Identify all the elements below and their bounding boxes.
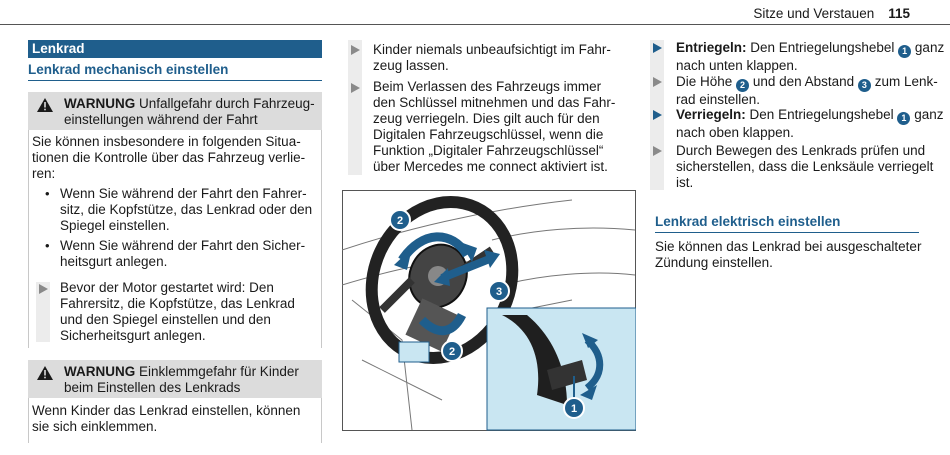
step-item: Durch Bewegen des Lenkrads prüfen und si… <box>676 143 934 190</box>
warning-keyword: WARNUNG <box>64 96 136 111</box>
svg-text:3: 3 <box>496 286 502 298</box>
bullet-dot: • <box>45 238 50 253</box>
subsection-title: Lenkrad mechanisch einstellen <box>28 62 322 81</box>
paragraph: Sie können das Lenkrad bei ausgeschaltet… <box>655 239 922 270</box>
action-arrow-icon <box>351 45 360 55</box>
action-item: Beim Verlassen des Fahrzeugs immer den S… <box>373 79 616 174</box>
step-item: Verriegeln: Den Entriegelungshebel 1 gan… <box>676 107 944 140</box>
callout-2-icon: 2 <box>736 79 750 92</box>
bullet-item: Wenn Sie während der Fahrt den Sicher- h… <box>60 238 306 269</box>
callout-2-top: 2 <box>389 209 411 231</box>
warning-text: einstellungen während der Fahrt <box>64 112 258 127</box>
warning-box-2: WARNUNG Einklemmgefahr für Kinder beim E… <box>28 360 322 398</box>
step-arrow-icon <box>653 43 662 53</box>
page-number: 115 <box>888 6 910 21</box>
subsection-title: Lenkrad elektrisch einstellen <box>655 214 919 233</box>
step-arrow-icon <box>653 146 662 156</box>
svg-text:2: 2 <box>449 346 455 358</box>
bullet-item: Wenn Sie während der Fahrt den Fahrer- s… <box>60 186 313 233</box>
callout-2-bottom: 2 <box>441 340 463 362</box>
warning-keyword: WARNUNG <box>64 364 136 379</box>
warning-text: beim Einstellen des Lenkrads <box>64 380 241 395</box>
warning2-paragraph: Wenn Kinder das Lenkrad einstellen, könn… <box>32 403 301 434</box>
svg-text:1: 1 <box>571 403 577 415</box>
step-arrow-icon <box>653 77 662 87</box>
warning-box-1: WARNUNG Unfallgefahr durch Fahrzeug- ein… <box>28 92 322 130</box>
action-item: Kinder niemals unbeaufsichtigt im Fahr- … <box>373 42 611 73</box>
step-item: Entriegeln: Den Entriegelungshebel 1 gan… <box>676 40 945 73</box>
callout-1-icon: 1 <box>897 112 911 125</box>
action-item: Bevor der Motor gestartet wird: Den Fahr… <box>60 280 295 343</box>
header-rule <box>0 24 950 25</box>
section-title-bar: Lenkrad <box>28 40 322 58</box>
callout-3-icon: 3 <box>857 79 871 92</box>
action-side-bar <box>348 40 362 175</box>
step-arrow-icon <box>653 110 662 120</box>
step-item: Die Höhe 2 und den Abstand 3 zum Lenk- r… <box>676 74 938 107</box>
callout-1: 1 <box>563 397 585 419</box>
warning-triangle-icon <box>37 366 53 380</box>
bullet-dot: • <box>45 186 50 201</box>
steering-wheel-figure: 2 3 2 1 <box>342 190 636 431</box>
callout-1-icon: 1 <box>898 45 912 58</box>
action-arrow-icon <box>39 284 48 294</box>
warning-triangle-icon <box>37 98 53 112</box>
svg-text:2: 2 <box>397 215 403 227</box>
callout-3: 3 <box>488 280 510 302</box>
intro-paragraph: Sie können insbesondere in folgenden Sit… <box>32 134 306 181</box>
warning-body-2 <box>28 398 322 443</box>
warning-body-1 <box>28 130 322 348</box>
action-side-bar <box>36 282 50 342</box>
action-arrow-icon <box>351 83 360 93</box>
